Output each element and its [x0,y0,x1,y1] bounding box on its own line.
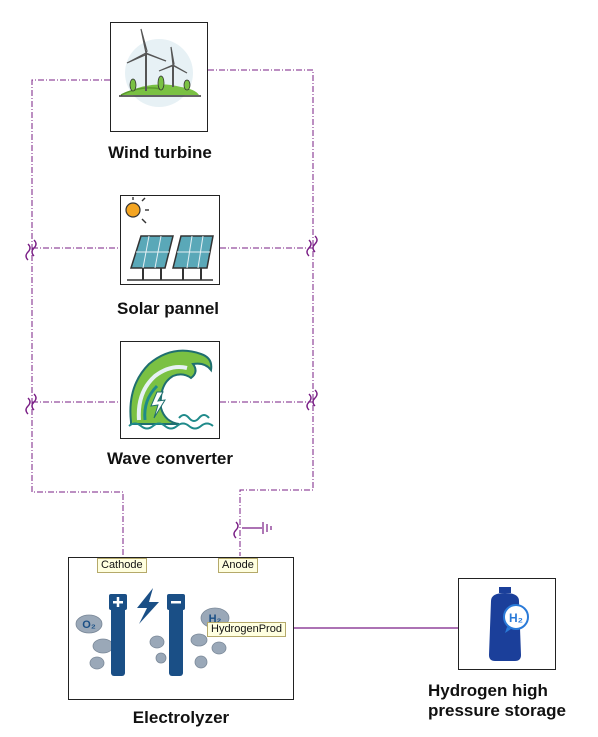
ground-symbol [242,522,272,534]
wind-turbine-label: Wind turbine [108,143,212,162]
wind-turbine-block[interactable] [110,22,208,132]
wind-turbine-icon [119,28,201,107]
wave-energy-icon [128,349,214,430]
wave-converter-label: Wave converter [107,449,233,468]
junction-marker [306,239,312,257]
electrolysis-icon: O₂ H₂ [75,588,230,676]
solar-panel-icon [125,197,214,281]
wave-converter-block[interactable] [120,341,220,439]
solar-panel-block[interactable] [120,195,220,285]
electrolyzer-label: Electrolyzer [132,708,230,727]
junction-marker [25,397,31,415]
tank-h2-label: H₂ [509,611,523,625]
junction-marker [312,235,318,253]
storage-label-line2: pressure storage [428,701,566,720]
wire-wind-left [31,79,124,556]
anode-port[interactable]: Anode [218,558,258,573]
o2-label: O₂ [82,619,96,631]
hydrogen-port[interactable]: HydrogenProd [207,622,286,637]
junction-marker [306,393,312,411]
junction-marker [312,389,318,407]
hydrogen-tank-icon: H₂ [489,587,529,661]
storage-label: Hydrogen high pressure storage [428,681,588,721]
storage-label-line1: Hydrogen high [428,681,548,700]
junction-marker [233,521,239,539]
storage-block[interactable]: H₂ [458,578,556,670]
solar-panel-label: Solar pannel [116,299,220,318]
cathode-port[interactable]: Cathode [97,558,147,573]
wire-wind-right [208,69,314,556]
junction-marker [31,239,37,257]
junction-marker [31,393,37,411]
junction-marker [25,243,31,261]
